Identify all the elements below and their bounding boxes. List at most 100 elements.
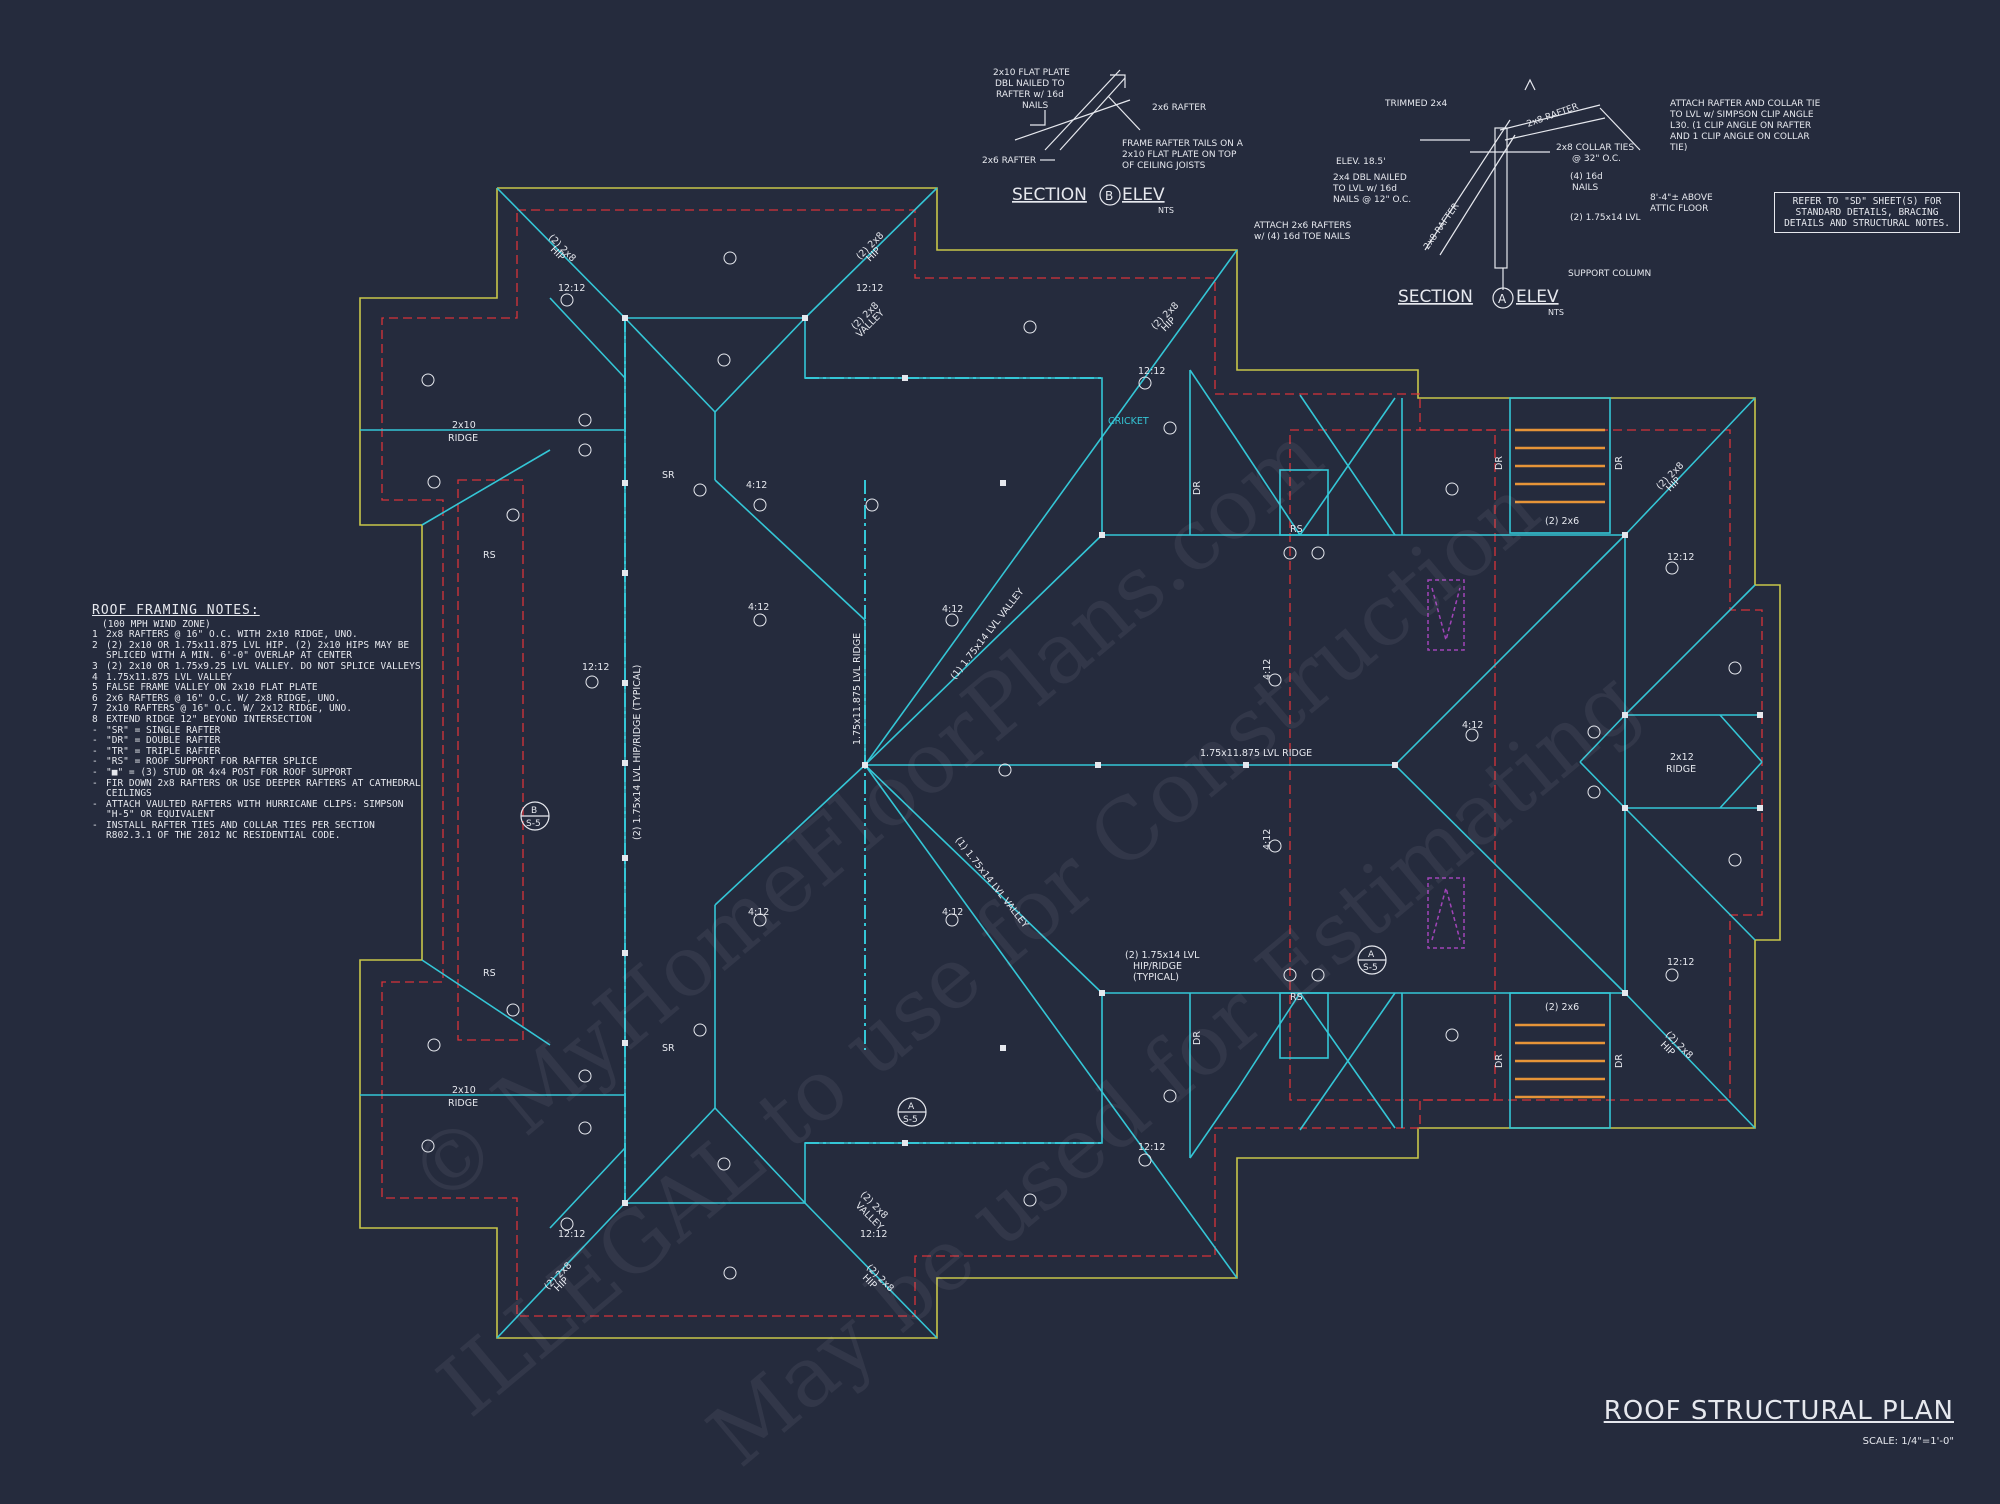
- pitch-4-5: 4:12: [942, 907, 963, 918]
- note-number: 2: [92, 639, 98, 651]
- lvl-hip-ridge-label-2: HIP/RIDGE: [1133, 961, 1182, 972]
- pitch-4-4: 4:12: [748, 907, 769, 918]
- rs-label-1: RS: [483, 550, 496, 561]
- pitch-12-9: 12:12: [582, 662, 609, 673]
- note-item: 1 2x8 RAFTERS @ 16" O.C. WITH 2x10 RIDGE,…: [92, 630, 422, 641]
- section-a-label-10: @ 32" O.C.: [1572, 154, 1621, 164]
- rs-label-2: RS: [483, 968, 496, 979]
- note-item: -ATTACH VAULTED RAFTERS WITH HURRICANE C…: [92, 798, 422, 821]
- ridge-2x10-upper-a: 2x10: [452, 420, 476, 431]
- note-number: -: [92, 745, 98, 757]
- section-a-detail: TRIMMED 2x4 ELEV. 18.5' 2x4 DBL NAILED T…: [1254, 78, 1821, 317]
- pitch-12-2: 12:12: [856, 283, 883, 294]
- note-item: 4 1.75x11.875 LVL VALLEY: [92, 671, 422, 684]
- section-callouts: [520, 801, 1387, 1127]
- section-a-bubble-mark-2: A: [1368, 950, 1375, 960]
- section-a-label-4: NAILS @ 12" O.C.: [1333, 195, 1411, 205]
- pitch-12-4: 12:12: [1667, 552, 1694, 563]
- section-a-nts: NTS: [1548, 308, 1564, 317]
- pitch-12-5: 12:12: [1667, 957, 1694, 968]
- pitch-12-6: 12:12: [1138, 1142, 1165, 1153]
- pitch-4-6: 4:12: [1462, 720, 1483, 731]
- ridge-2x12-right-b: RIDGE: [1666, 764, 1696, 775]
- section-a-label-9: 2x8 COLLAR TIES: [1556, 143, 1634, 153]
- note-number: 4: [92, 671, 98, 683]
- note-item: 8 EXTEND RIDGE 12" BEYOND INTERSECTION: [92, 713, 422, 726]
- section-b-label-2: RAFTER w/ 16d: [996, 90, 1064, 100]
- pitch-12-7: 12:12: [860, 1229, 887, 1240]
- reference-note-box: REFER TO "SD" SHEET(S) FOR STANDARD DETA…: [1774, 192, 1960, 233]
- note-text: 2x8 RAFTERS @ 16" O.C. WITH 2x10 RIDGE, …: [106, 629, 358, 641]
- note-item: 5 FALSE FRAME VALLEY ON 2x10 FLAT PLATE: [92, 683, 422, 694]
- section-b-label-1: DBL NAILED TO: [995, 79, 1065, 89]
- section-b-label-8: OF CEILING JOISTS: [1122, 161, 1206, 171]
- stairs: [1515, 428, 1605, 1099]
- note-text: INSTALL RAFTER TIES AND COLLAR TIES PER …: [106, 819, 375, 842]
- notes-wind-zone: (100 MPH WIND ZONE): [102, 618, 211, 630]
- note-text: FALSE FRAME VALLEY ON 2x10 FLAT PLATE: [106, 682, 318, 694]
- lvl-ridge-center-label: 1.75x11.875 LVL RIDGE: [1200, 748, 1312, 759]
- section-a-label-6: w/ (4) 16d TOE NAILS: [1254, 232, 1351, 242]
- note-number: -: [92, 756, 98, 768]
- rs-label-3: RS: [1290, 524, 1303, 535]
- note-text: ATTACH VAULTED RAFTERS WITH HURRICANE CL…: [106, 798, 404, 821]
- note-text: 1.75x11.875 LVL VALLEY: [106, 671, 232, 683]
- section-a-label-21: TIE): [1669, 143, 1687, 153]
- dr-label-2: DR: [1614, 456, 1625, 470]
- pitch-12-1: 12:12: [558, 283, 585, 294]
- dr-label-3: DR: [1494, 1054, 1505, 1068]
- pitch-4-3: 4:12: [942, 604, 963, 615]
- lvl-hip-ridge-label-3: (TYPICAL): [1133, 972, 1179, 983]
- note-number: -: [92, 798, 98, 810]
- sr-label-lower: SR: [662, 1043, 675, 1054]
- note-number: 5: [92, 682, 98, 694]
- note-text: "TR" = TRIPLE RAFTER: [106, 745, 221, 757]
- note-number: -: [92, 766, 98, 778]
- note-number: 8: [92, 713, 98, 725]
- note-item: -INSTALL RAFTER TIES AND COLLAR TIES PER…: [92, 819, 422, 842]
- section-b-detail: 2x10 FLAT PLATE DBL NAILED TO RAFTER w/ …: [982, 68, 1244, 215]
- section-b-label-4: 2x6 RAFTER: [1152, 103, 1206, 113]
- note-item: -"RS" = ROOF SUPPORT FOR RAFTER SPLICE: [92, 757, 422, 768]
- section-b-bubble-sheet: S-5: [526, 819, 541, 829]
- section-a-label-5: ATTACH 2x6 RAFTERS: [1254, 221, 1352, 231]
- note-number: -: [92, 724, 98, 736]
- note-number: 7: [92, 703, 98, 715]
- pitch-12-3: 12:12: [1138, 366, 1165, 377]
- note-text: (2) 2x10 OR 1.75x11.875 LVL HIP. (2) 2x1…: [106, 639, 410, 662]
- section-b-label-7: 2x10 FLAT PLATE ON TOP: [1122, 150, 1237, 160]
- note-number: -: [92, 777, 98, 789]
- skylights: [1427, 579, 1465, 949]
- note-number: -: [92, 819, 98, 831]
- note-item: 2 (2) 2x10 OR 1.75x11.875 LVL HIP. (2) 2x…: [92, 639, 422, 662]
- roof-framing-notes: ROOF FRAMING NOTES: (100 MPH WIND ZONE) …: [92, 604, 422, 842]
- note-item: -"SR" = SINGLE RAFTER: [92, 724, 422, 737]
- note-text: EXTEND RIDGE 12" BEYOND INTERSECTION: [106, 713, 312, 725]
- pitch-4-2: 4:12: [748, 602, 769, 613]
- sr-label-upper: SR: [662, 470, 675, 481]
- section-b-title: SECTION: [1012, 185, 1087, 205]
- pitch-12-8: 12:12: [558, 1229, 585, 1240]
- section-a-label-3: TO LVL w/ 16d: [1332, 184, 1397, 194]
- note-number: 1: [92, 629, 98, 641]
- stairs-2x6-lower: (2) 2x6: [1545, 1002, 1579, 1013]
- section-a-label-15: ATTIC FLOOR: [1650, 204, 1708, 214]
- section-a-label-8: 2x8 RAFTER: [1422, 202, 1461, 252]
- ridge-2x10-upper-b: RIDGE: [448, 433, 478, 444]
- section-b-label-0: 2x10 FLAT PLATE: [993, 68, 1070, 78]
- note-item: -"TR" = TRIPLE RAFTER: [92, 745, 422, 758]
- cricket-label: CRICKET: [1108, 416, 1149, 427]
- dr-label-4: DR: [1614, 1054, 1625, 1068]
- section-a-label-17: ATTACH RAFTER AND COLLAR TIE: [1670, 99, 1821, 109]
- section-a-label-19: L30. (1 CLIP ANGLE ON RAFTER: [1670, 121, 1811, 131]
- section-a-title: SECTION: [1398, 287, 1473, 307]
- section-a-label-1: ELEV. 18.5': [1336, 157, 1386, 167]
- section-b-label-3: NAILS: [1022, 101, 1049, 111]
- note-text: "DR" = DOUBLE RAFTER: [106, 735, 221, 747]
- note-number: 3: [92, 660, 98, 672]
- section-a-title-suffix: ELEV: [1516, 287, 1559, 307]
- notes-list: 1 2x8 RAFTERS @ 16" O.C. WITH 2x10 RIDGE,…: [92, 630, 422, 842]
